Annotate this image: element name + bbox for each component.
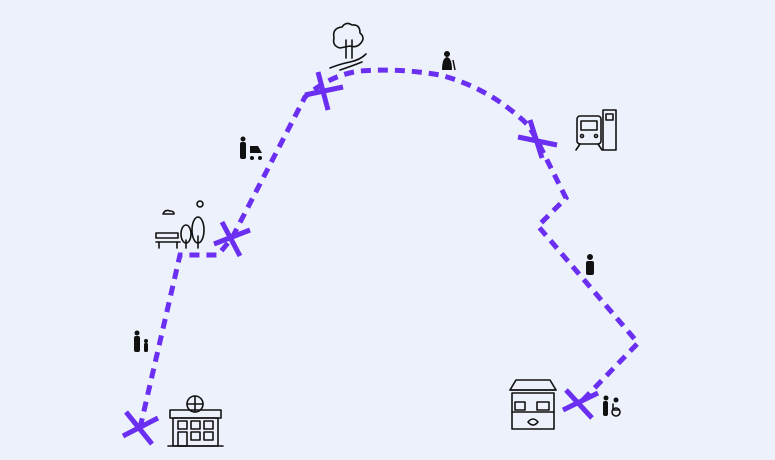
parent-with-child-icon xyxy=(134,330,148,352)
x-marker-park-trees xyxy=(304,71,344,111)
x-marker-market xyxy=(561,388,600,420)
train-station-icon xyxy=(575,109,617,151)
x-marker-school xyxy=(121,410,160,446)
elderly-person-with-cane-icon xyxy=(442,51,456,71)
park-bench-trees-icon xyxy=(155,200,205,249)
school-building-icon xyxy=(167,395,224,447)
market-stall-icon xyxy=(509,379,557,430)
person-with-wheelchair-icon xyxy=(603,395,621,417)
parent-with-stroller-icon xyxy=(240,136,262,160)
route-path xyxy=(137,67,642,429)
person-standing-icon xyxy=(586,254,594,275)
x-marker-train xyxy=(517,119,558,159)
park-trees-path-icon xyxy=(329,22,367,71)
x-marker-park-bench xyxy=(213,220,251,258)
stop-markers xyxy=(121,71,600,446)
